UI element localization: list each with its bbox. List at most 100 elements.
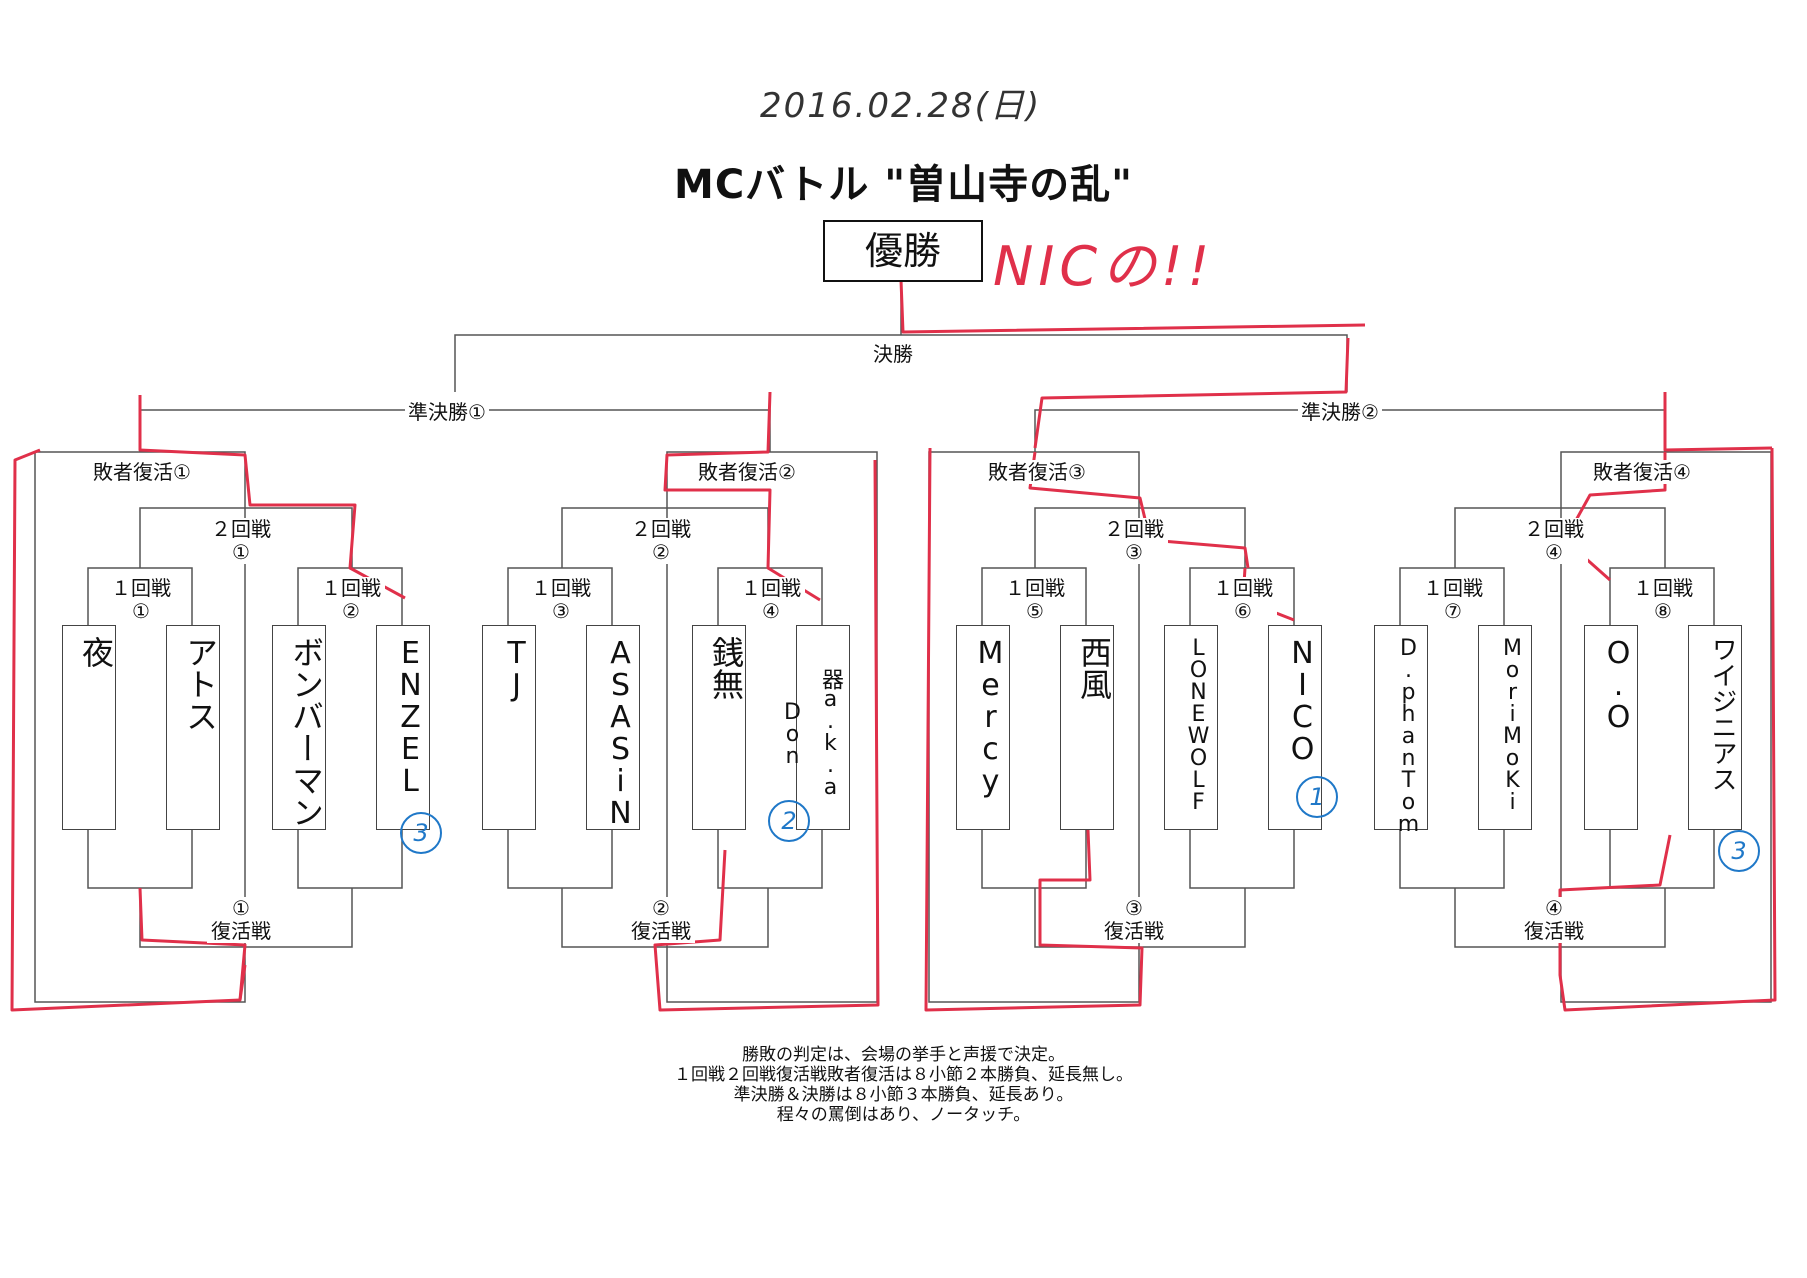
repechage-label: 復活戦 xyxy=(211,919,271,943)
rule-line: 準決勝＆決勝は８小節３本勝負、延長あり。 xyxy=(733,1085,1074,1105)
repechage-match-1: ① 復活戦 xyxy=(207,897,275,943)
competitor-name: D.phanTom xyxy=(1396,636,1421,834)
round1-label: １回戦 xyxy=(1005,576,1065,600)
round1-number: ⑦ xyxy=(1444,599,1462,623)
repechage-match-4: ④ 復活戦 xyxy=(1520,897,1588,943)
competitor-slot: D.phanTom xyxy=(1374,625,1428,834)
round1-match-1: １回戦 ① xyxy=(107,577,175,623)
round1-number: ⑥ xyxy=(1234,599,1252,623)
round2-label: ２回戦 xyxy=(211,517,271,541)
round1-label: １回戦 xyxy=(321,576,381,600)
round1-number: ③ xyxy=(552,599,570,623)
competitor-slot: ENZEL xyxy=(376,625,430,830)
round2-label: ２回戦 xyxy=(631,517,691,541)
final-label: 決勝 xyxy=(870,342,916,366)
round1-label: １回戦 xyxy=(741,576,801,600)
round1-label: １回戦 xyxy=(111,576,171,600)
round2-match-3: ２回戦 ③ xyxy=(1100,518,1168,564)
competitor-name: 器a.k.a Don xyxy=(780,668,843,797)
repechage-label: 復活戦 xyxy=(1104,919,1164,943)
champion-name: NICの!! xyxy=(993,235,1215,298)
score-circle: 3 xyxy=(400,812,442,854)
competitor-slot: ワイジニアス xyxy=(1688,625,1742,830)
competitor-name: MoriMoKi xyxy=(1500,636,1525,812)
round1-match-3: １回戦 ③ xyxy=(527,577,595,623)
competitor-slot: Mercy xyxy=(956,625,1010,830)
competitor-slot: TJ xyxy=(482,625,536,830)
competitor-slot: O.O xyxy=(1584,625,1638,830)
repechage-match-2: ② 復活戦 xyxy=(627,897,695,943)
competitor-name: TJ xyxy=(499,636,534,700)
repechage-number: ③ xyxy=(1125,896,1143,920)
competitor-name: ボンバーマン xyxy=(287,636,325,828)
score-circle: 2 xyxy=(768,800,810,842)
competitor-slot: アトス xyxy=(166,625,220,830)
competitor-name: 西風 xyxy=(1075,636,1113,700)
repechage-label: 復活戦 xyxy=(1524,919,1584,943)
loser-revival-label-3: 敗者復活③ xyxy=(985,460,1089,484)
repechage-number: ① xyxy=(232,896,250,920)
score-circle: 1 xyxy=(1296,776,1338,818)
champion-box: 優勝 xyxy=(823,220,983,282)
competitor-name: 銭無 xyxy=(707,636,745,700)
rule-line: 勝敗の判定は、会場の挙手と声援で決定。 xyxy=(742,1045,1065,1065)
rules-text: 勝敗の判定は、会場の挙手と声援で決定。 １回戦２回戦復活戦敗者復活は８小節２本勝… xyxy=(0,1045,1807,1125)
rule-line: １回戦２回戦復活戦敗者復活は８小節２本勝負、延長無し。 xyxy=(674,1065,1133,1085)
rule-line: 程々の罵倒はあり、ノータッチ。 xyxy=(776,1105,1031,1125)
competitor-name: LONEWOLF xyxy=(1186,636,1211,812)
round1-number: ② xyxy=(342,599,360,623)
repechage-match-3: ③ 復活戦 xyxy=(1100,897,1168,943)
competitor-slot: 西風 xyxy=(1060,625,1114,830)
round1-match-2: １回戦 ② xyxy=(317,577,385,623)
page-title: MCバトル "曽山寺の乱" xyxy=(674,162,1133,208)
competitor-name: NICO xyxy=(1285,636,1320,764)
round2-label: ２回戦 xyxy=(1524,517,1584,541)
event-date: 2016.02.28(日) xyxy=(760,86,1042,126)
round1-label: １回戦 xyxy=(531,576,591,600)
competitor-slot: ASASiN xyxy=(586,625,640,830)
loser-revival-label-4: 敗者復活④ xyxy=(1590,460,1694,484)
competitor-slot: MoriMoKi xyxy=(1478,625,1532,830)
round1-match-8: １回戦 ⑧ xyxy=(1629,577,1697,623)
competitor-slot: ボンバーマン xyxy=(272,625,326,830)
round1-number: ⑤ xyxy=(1026,599,1044,623)
round1-match-5: １回戦 ⑤ xyxy=(1001,577,1069,623)
round1-label: １回戦 xyxy=(1423,576,1483,600)
round2-number: ② xyxy=(652,540,670,564)
round2-number: ③ xyxy=(1125,540,1143,564)
competitor-slot: 夜 xyxy=(62,625,116,830)
round1-match-6: １回戦 ⑥ xyxy=(1209,577,1277,623)
competitor-name: ASASiN xyxy=(603,636,638,828)
round2-match-1: ２回戦 ① xyxy=(207,518,275,564)
round1-match-4: １回戦 ④ xyxy=(737,577,805,623)
round2-match-2: ２回戦 ② xyxy=(627,518,695,564)
champion-label: 優勝 xyxy=(864,229,941,273)
competitor-name: O.O xyxy=(1601,636,1636,732)
loser-revival-label-1: 敗者復活① xyxy=(90,460,194,484)
competitor-name: アトス xyxy=(181,636,219,732)
round1-label: １回戦 xyxy=(1213,576,1273,600)
competitor-slot: 器a.k.a Don xyxy=(780,625,850,830)
competitor-name: ENZEL xyxy=(393,636,428,796)
red-pen-marks xyxy=(10,279,1777,1012)
round1-number: ① xyxy=(132,599,150,623)
round2-label: ２回戦 xyxy=(1104,517,1164,541)
competitor-slot: 銭無 xyxy=(692,625,746,830)
competitor-name: Mercy xyxy=(973,636,1008,796)
round1-label: １回戦 xyxy=(1633,576,1693,600)
round1-number: ④ xyxy=(762,599,780,623)
competitor-slot: LONEWOLF xyxy=(1164,625,1218,830)
repechage-number: ② xyxy=(652,896,670,920)
round2-number: ④ xyxy=(1545,540,1563,564)
round2-match-4: ２回戦 ④ xyxy=(1520,518,1588,564)
repechage-number: ④ xyxy=(1545,896,1563,920)
round2-number: ① xyxy=(232,540,250,564)
repechage-label: 復活戦 xyxy=(631,919,691,943)
competitor-name: 夜 xyxy=(77,636,115,668)
loser-revival-label-2: 敗者復活② xyxy=(695,460,799,484)
semifinal-label-1: 準決勝① xyxy=(405,400,489,424)
score-circle: 3 xyxy=(1718,830,1760,872)
round1-match-7: １回戦 ⑦ xyxy=(1419,577,1487,623)
